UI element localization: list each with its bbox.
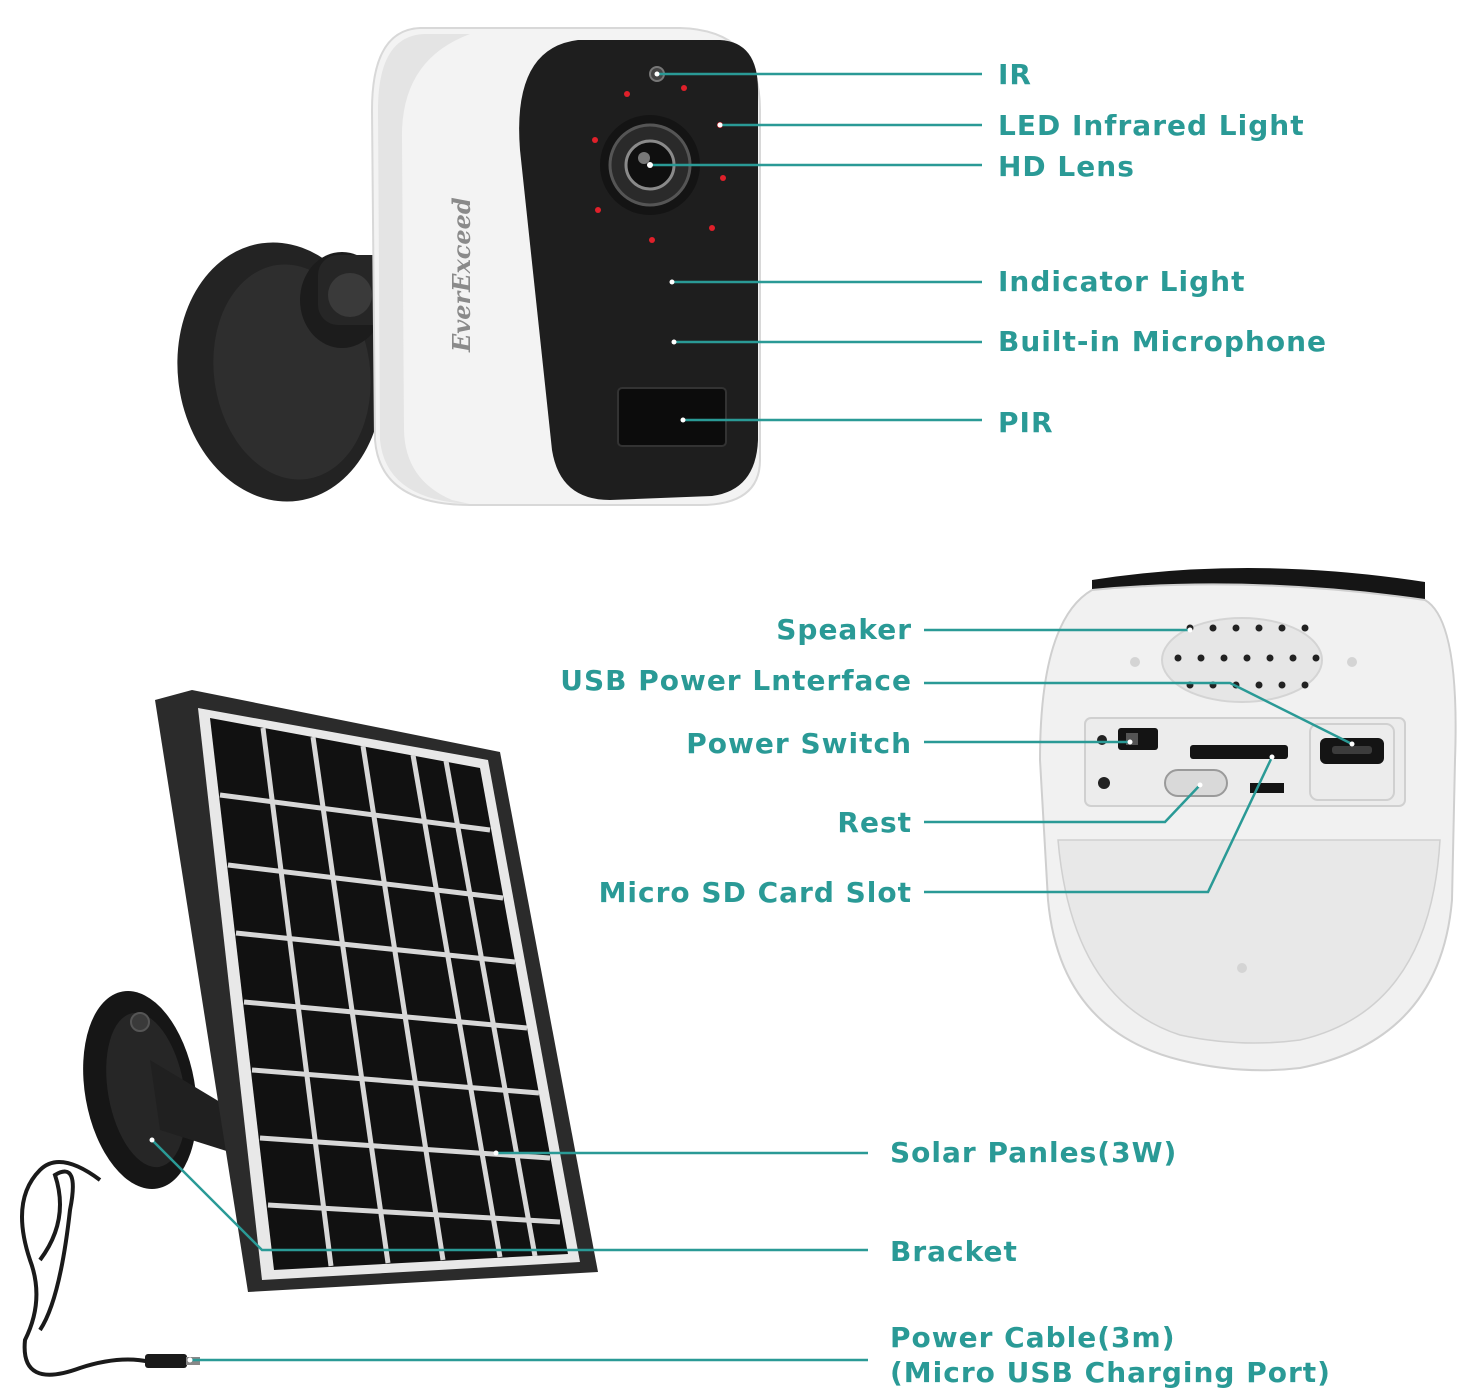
solar-leaders: [149, 1137, 868, 1363]
label-built-in-microphone: Built-in Microphone: [998, 325, 1327, 358]
back-leaders: [924, 627, 1355, 894]
label-usb-power-interface: USB Power Lnterface: [560, 664, 912, 697]
micro-usb-plug: [145, 1354, 187, 1368]
reset-button: [1164, 769, 1228, 797]
label-speaker: Speaker: [776, 613, 912, 646]
front-leaders: [647, 71, 982, 423]
solar-labels: Solar Panles(3W) Bracket Power Cable(3m)…: [890, 1136, 1331, 1389]
speaker-grille: [1161, 617, 1323, 703]
label-led-infrared-light: LED Infrared Light: [998, 109, 1305, 142]
label-rest: Rest: [837, 806, 912, 839]
label-micro-usb-charging-port: (Micro USB Charging Port): [890, 1356, 1331, 1389]
label-ir: IR: [998, 58, 1032, 91]
label-pir: PIR: [998, 406, 1054, 439]
back-labels: Speaker USB Power Lnterface Power Switch…: [560, 613, 912, 909]
label-hd-lens: HD Lens: [998, 150, 1135, 183]
label-bracket: Bracket: [890, 1235, 1018, 1268]
solar-cell-grid: [219, 727, 561, 1267]
pir-window: [617, 387, 727, 447]
label-solar-panels: Solar Panles(3W): [890, 1136, 1177, 1169]
wall-mount: [177, 242, 398, 502]
label-power-cable: Power Cable(3m): [890, 1321, 1176, 1354]
camera-back: [1038, 567, 1457, 1072]
label-power-switch: Power Switch: [686, 727, 912, 760]
camera-front: EverExceed: [177, 27, 761, 506]
micro-sd-slot: [1190, 745, 1288, 759]
label-micro-sd-card-slot: Micro SD Card Slot: [599, 876, 912, 909]
solar-kit: [20, 690, 598, 1377]
label-indicator-light: Indicator Light: [998, 265, 1245, 298]
brand-logo: EverExceed: [447, 197, 476, 353]
power-cable: [20, 1160, 170, 1377]
front-labels: IR LED Infrared Light HD Lens Indicator …: [998, 58, 1327, 439]
